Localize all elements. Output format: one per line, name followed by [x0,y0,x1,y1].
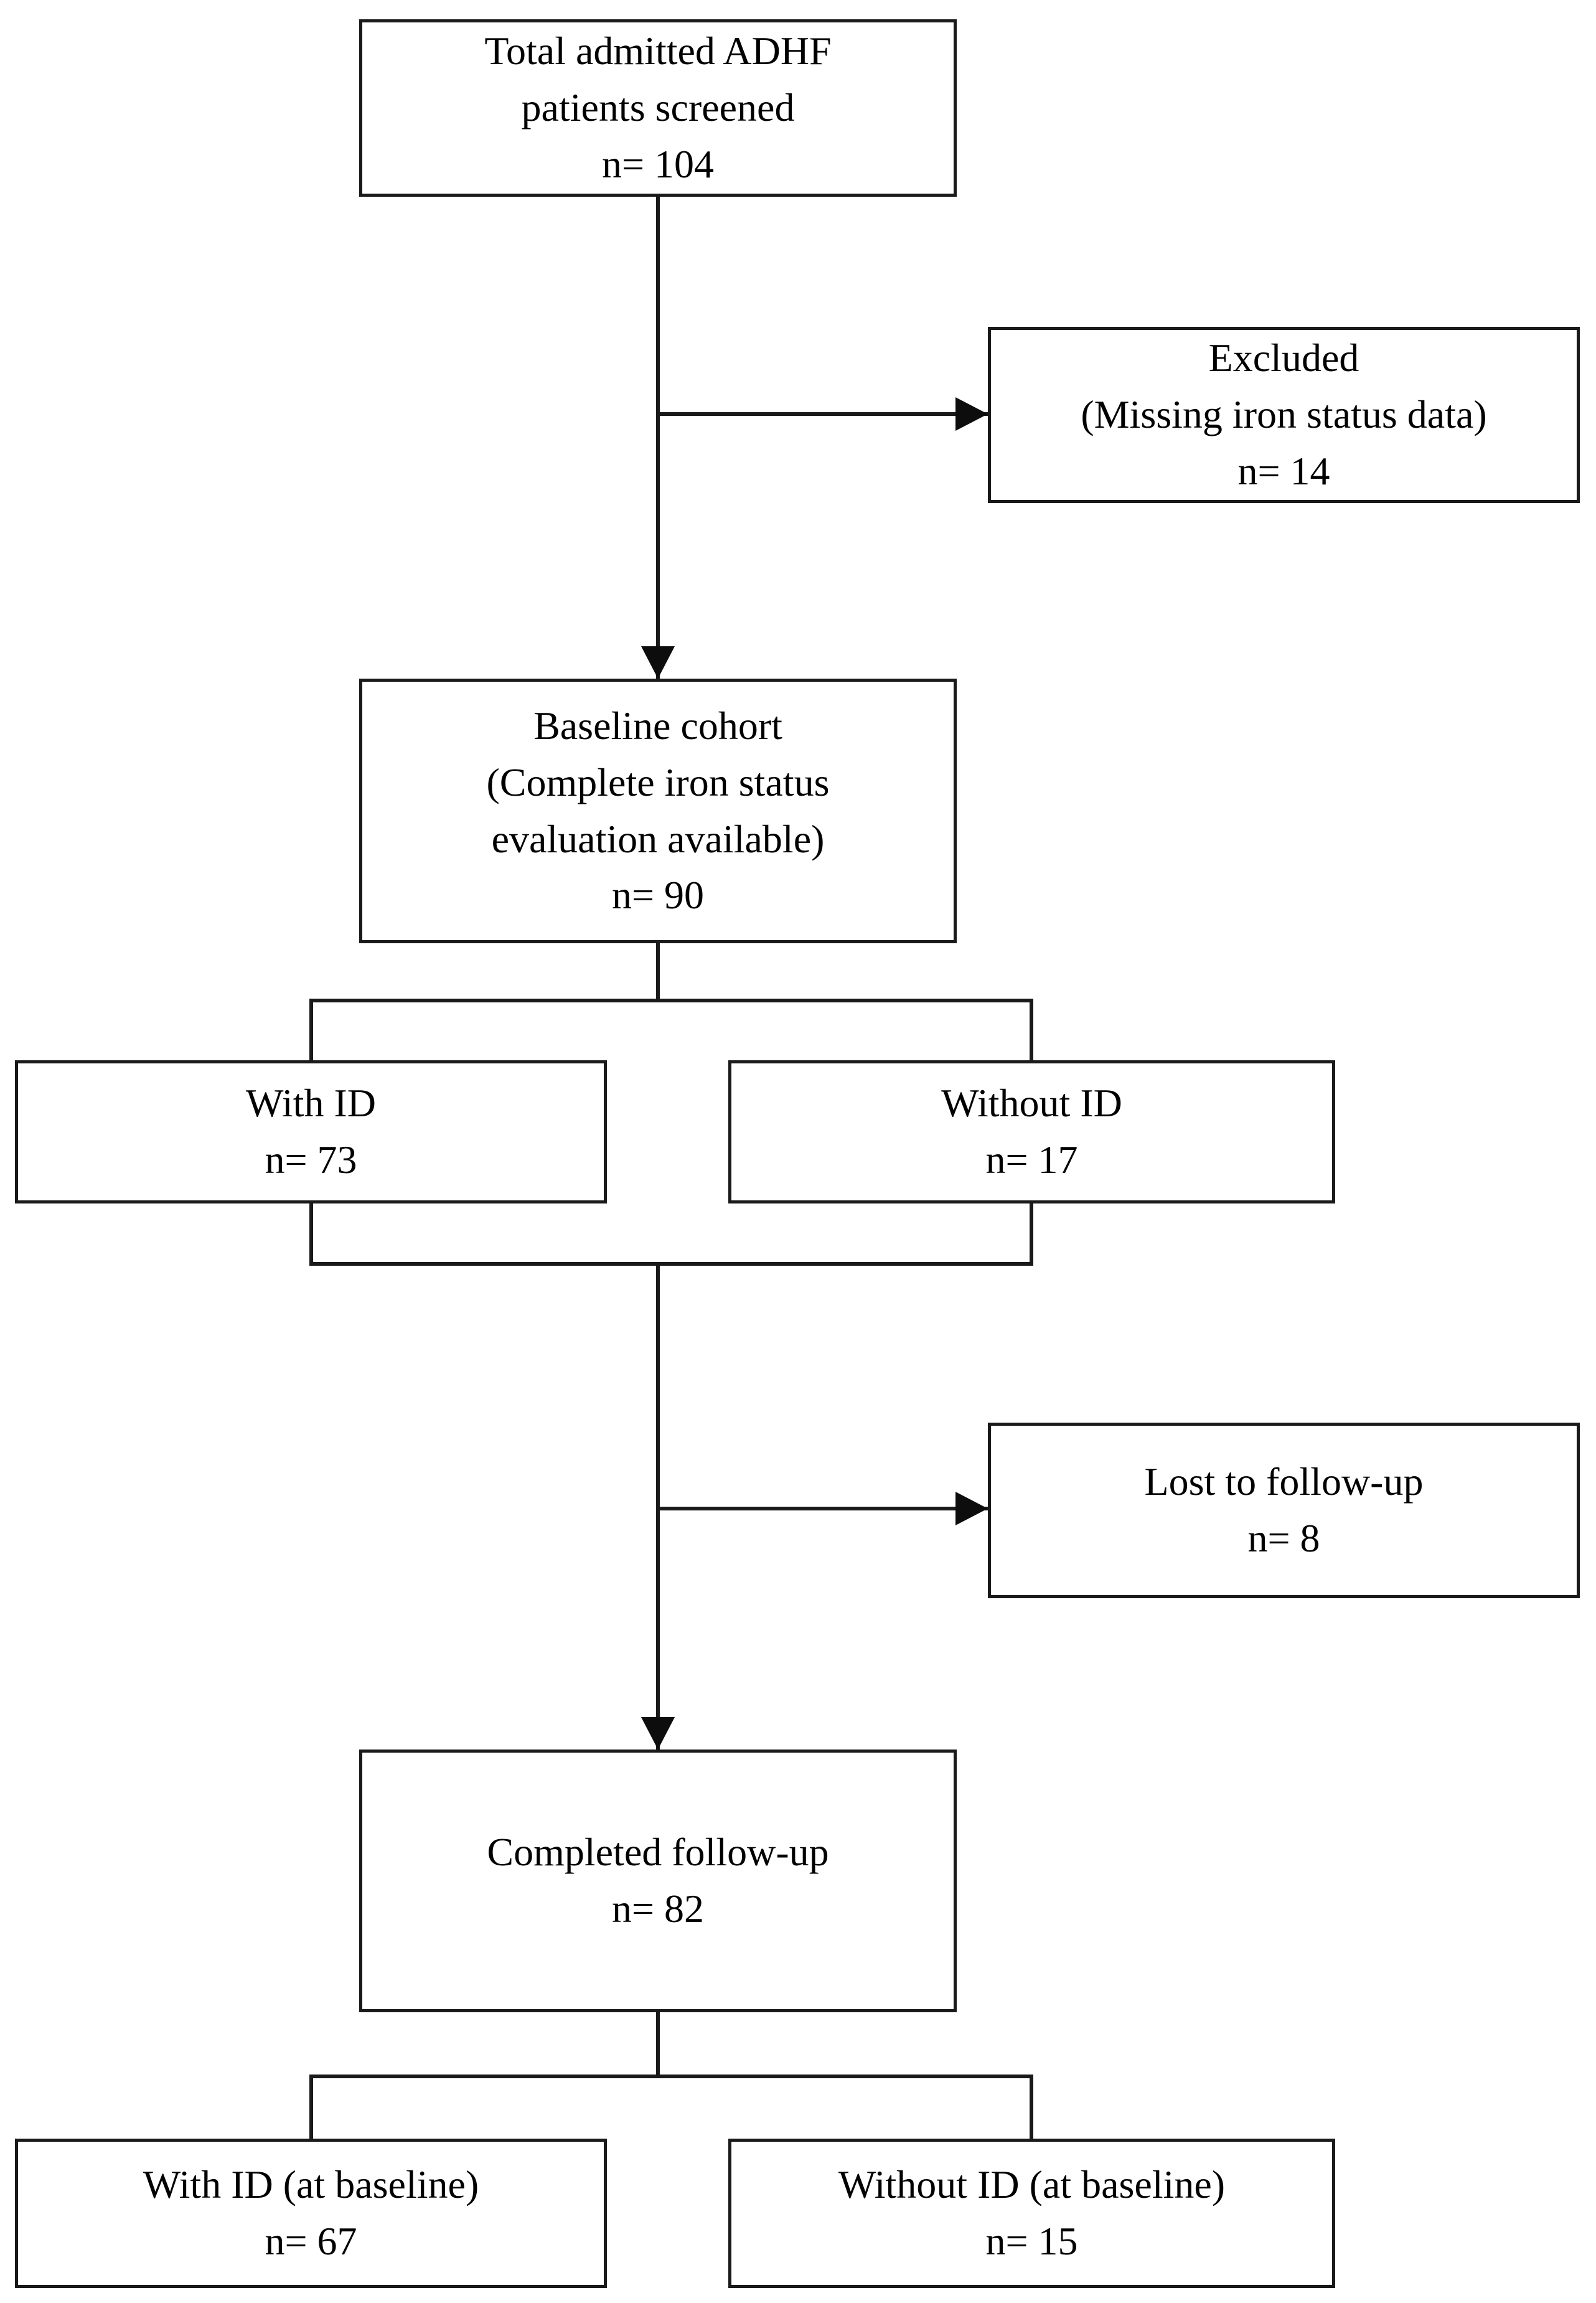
node-count: n= 15 [985,2219,1078,2263]
node-screened: Total admitted ADHF patients screened n=… [359,19,957,197]
connector-line [656,1262,660,1750]
arrowhead-right-icon [955,397,988,431]
node-without-id-at-baseline: Without ID (at baseline) n= 15 [728,2139,1335,2288]
connector-line [309,2075,1033,2078]
connector-line [309,1203,313,1266]
node-lost-to-follow-up: Lost to follow-up n= 8 [988,1423,1580,1598]
connector-line [309,1262,1033,1266]
connector-line [656,2012,660,2078]
connector-line [656,197,660,679]
node-count: n= 17 [985,1137,1078,1182]
node-count: n= 8 [1247,1516,1320,1560]
node-text: With ID [246,1081,376,1126]
node-with-id: With ID n= 73 [15,1060,607,1203]
node-text: Lost to follow-up [1144,1459,1424,1504]
node-text: Without ID (at baseline) [838,2162,1226,2207]
node-text: Without ID [941,1081,1122,1126]
node-baseline-cohort: Baseline cohort (Complete iron status ev… [359,679,957,943]
node-with-id-at-baseline: With ID (at baseline) n= 67 [15,2139,607,2288]
node-text: patients screened [521,85,795,130]
node-text: (Complete iron status [486,760,830,804]
connector-line [1030,1203,1033,1266]
arrowhead-down-icon [641,646,675,679]
connector-line [1030,2075,1033,2139]
node-excluded: Excluded (Missing iron status data) n= 1… [988,327,1580,503]
connector-line [309,999,313,1060]
node-without-id: Without ID n= 17 [728,1060,1335,1203]
node-completed-follow-up: Completed follow-up n= 82 [359,1750,957,2012]
arrowhead-right-icon [955,1492,988,1525]
node-text: With ID (at baseline) [143,2162,479,2207]
connector-line [656,1507,988,1510]
connector-line [309,2075,313,2139]
node-text: Total admitted ADHF [484,29,832,73]
connector-line [656,412,988,416]
connector-line [309,999,1033,1002]
node-text: (Missing iron status data) [1081,392,1487,437]
node-text: evaluation available) [491,816,825,861]
node-text: Excluded [1208,336,1359,380]
arrowhead-down-icon [641,1717,675,1750]
node-count: n= 73 [265,1137,357,1182]
node-count: n= 104 [601,141,715,186]
connector-line [1030,999,1033,1060]
node-count: n= 82 [611,1886,705,1931]
node-text: Completed follow-up [487,1830,829,1875]
node-count: n= 14 [1237,448,1330,493]
node-text: Baseline cohort [533,703,782,748]
node-count: n= 67 [265,2219,357,2263]
connector-line [656,943,660,1002]
node-count: n= 90 [611,873,705,918]
